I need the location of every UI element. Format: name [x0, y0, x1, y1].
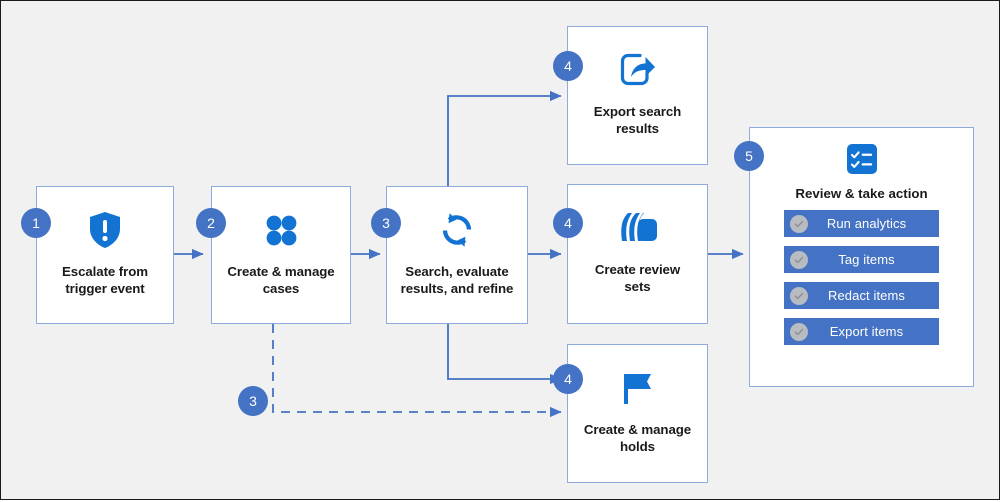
- label-line-2: sets: [624, 279, 651, 295]
- step-number-5: 5: [734, 141, 764, 171]
- layers-stack-icon: [618, 207, 658, 249]
- arrow-step3-to-export-results: [447, 90, 562, 186]
- step-box-create-review-sets[interactable]: Create review sets: [567, 184, 708, 324]
- action-button-label: Tag items: [838, 252, 895, 267]
- step-box-label: Search, evaluate results, and refine: [395, 263, 520, 297]
- action-button-redact-items[interactable]: Redact items: [784, 282, 939, 309]
- check-circle-icon: [790, 214, 808, 233]
- dashed-arrow-cases-to-holds: [272, 324, 562, 418]
- step-box-create-manage-cases[interactable]: Create & manage cases: [211, 186, 351, 324]
- step-box-label: Export search results: [588, 103, 687, 137]
- step-number-3-dashed-branch: 3: [238, 386, 268, 416]
- check-circle-icon: [790, 286, 808, 305]
- arrow-step3-to-holds: [447, 324, 562, 385]
- step-box-escalate-from-trigger-event[interactable]: Escalate from trigger event: [36, 186, 174, 324]
- step-number-4-export: 4: [553, 51, 583, 81]
- label-line-2: holds: [620, 439, 655, 455]
- action-button-label: Run analytics: [826, 216, 907, 231]
- step-number-4-holds: 4: [553, 364, 583, 394]
- step-box-search-evaluate-refine[interactable]: Search, evaluate results, and refine: [386, 186, 528, 324]
- step-box-label: Create & manage holds: [578, 421, 697, 455]
- action-button-tag-items[interactable]: Tag items: [784, 246, 939, 273]
- checklist-icon: [750, 144, 973, 174]
- action-button-run-analytics[interactable]: Run analytics: [784, 210, 939, 237]
- step-number-4-review-sets: 4: [553, 208, 583, 238]
- label-line-1: Create review: [594, 262, 681, 277]
- step-box-label: Create review sets: [589, 261, 686, 295]
- step-number-2: 2: [196, 208, 226, 238]
- label-line-2: results, and refine: [400, 281, 514, 297]
- step-number-3: 3: [371, 208, 401, 238]
- action-button-label: Export items: [829, 324, 904, 339]
- refresh-sync-icon: [439, 209, 475, 251]
- label-line-1: Create & manage: [227, 264, 335, 279]
- shield-exclamation-icon: [89, 209, 121, 251]
- label-line-2: trigger event: [65, 281, 145, 297]
- four-dots-icon: [263, 209, 299, 251]
- step-box-create-manage-holds[interactable]: Create & manage holds: [567, 344, 708, 483]
- label-line-1: Create & manage: [583, 422, 692, 437]
- step-number-1: 1: [21, 208, 51, 238]
- review-take-action-panel[interactable]: Review & take action Run analytics Tag i…: [749, 127, 974, 387]
- label-line-1: Search, evaluate: [405, 264, 509, 279]
- flag-icon: [620, 367, 656, 409]
- check-circle-icon: [790, 250, 808, 269]
- export-share-icon: [619, 49, 657, 91]
- label-line-1: Escalate from: [62, 264, 148, 279]
- action-button-export-items[interactable]: Export items: [784, 318, 939, 345]
- label-line-1: Export search: [593, 104, 682, 119]
- label-line-2: results: [616, 121, 659, 137]
- step-box-label: Create & manage cases: [221, 263, 340, 297]
- check-circle-icon: [790, 322, 808, 341]
- label-line-2: cases: [262, 281, 300, 297]
- step-box-label: Escalate from trigger event: [56, 263, 154, 297]
- action-button-label: Redact items: [827, 288, 906, 303]
- step-box-export-search-results[interactable]: Export search results: [567, 26, 708, 165]
- review-panel-title: Review & take action: [795, 186, 928, 201]
